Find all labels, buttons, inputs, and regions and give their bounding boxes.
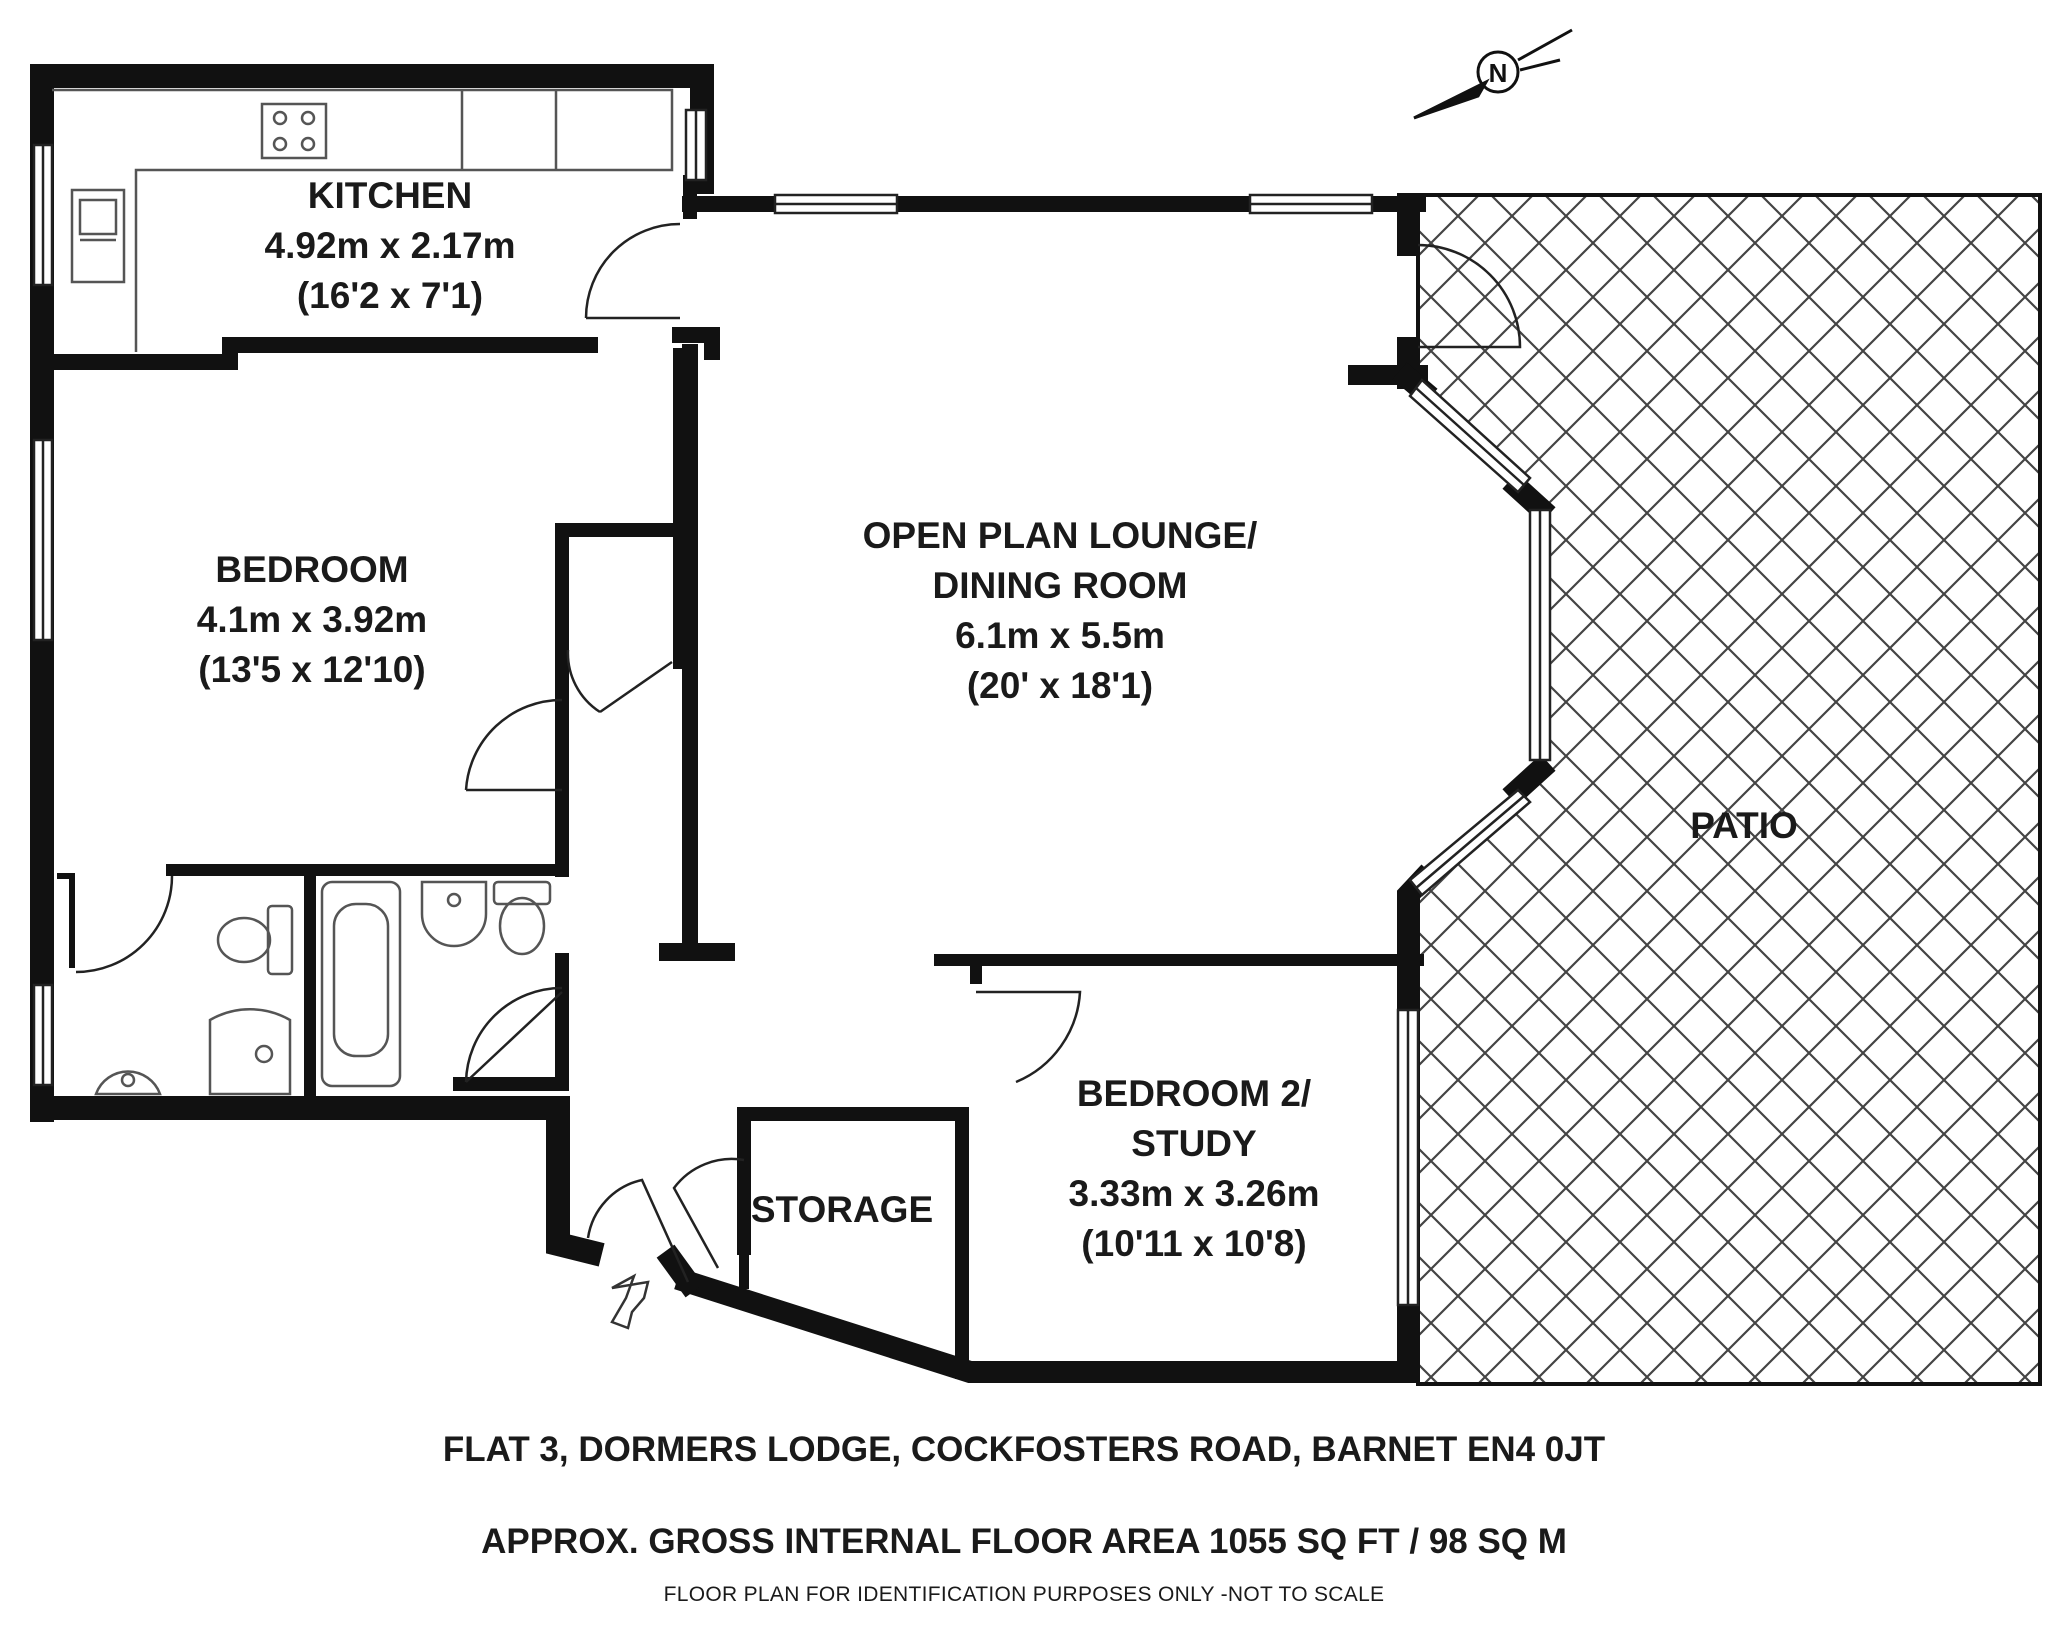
door-bedroom2 [976, 990, 1082, 1084]
bedroom-metric: 4.1m x 3.92m [197, 599, 427, 640]
washbasin-icon [420, 880, 488, 948]
door-bedroom [464, 698, 563, 792]
kitchen-name: KITCHEN [308, 175, 472, 216]
floor-area: APPROX. GROSS INTERNAL FLOOR AREA 1055 S… [481, 1522, 1567, 1561]
wall-storage-top [737, 1107, 969, 1379]
bedroom-imperial: (13'5 x 12'10) [198, 649, 425, 690]
door-kitchen [584, 222, 681, 320]
bedroom2-name-line1: BEDROOM 2/ [1077, 1073, 1311, 1114]
lounge-name-line1: OPEN PLAN LOUNGE/ [863, 515, 1258, 556]
bedroom-name: BEDROOM [215, 549, 408, 590]
property-address: FLAT 3, DORMERS LODGE, COCKFOSTERS ROAD,… [442, 1430, 1606, 1469]
door-bathroom [464, 986, 563, 1083]
door-cupboard [566, 649, 673, 714]
storage-name: STORAGE [751, 1189, 933, 1230]
wall-bath-bottom [30, 1096, 605, 1267]
hob-icon [260, 102, 328, 160]
door-ensuite [75, 875, 174, 974]
north-arrow-icon: N [1413, 28, 1573, 120]
room-labels: KITCHEN 4.92m x 2.17m (16'2 x 7'1) BEDRO… [197, 175, 1798, 1264]
patio-name: PATIO [1690, 805, 1798, 846]
bath-icon [320, 880, 402, 1088]
bedroom2-name-line2: STUDY [1131, 1123, 1257, 1164]
compass-letter: N [1489, 58, 1508, 88]
wall-cupboard [555, 348, 687, 717]
toilet-icon [216, 904, 294, 976]
wall-bath-right [453, 953, 569, 1091]
lounge-metric: 6.1m x 5.5m [955, 615, 1165, 656]
wall-kitchen-bedroom-right [672, 327, 720, 360]
kitchen-imperial: (16'2 x 7'1) [297, 275, 483, 316]
disclaimer: FLOOR PLAN FOR IDENTIFICATION PURPOSES O… [663, 1583, 1385, 1606]
door-storage [672, 1157, 745, 1269]
entrance-arrow-icon [610, 1273, 650, 1330]
wall-bedroom2-bottom [674, 1268, 1419, 1383]
bedroom2-metric: 3.33m x 3.26m [1069, 1173, 1320, 1214]
wall-lounge-right-bay-b [1502, 472, 1556, 524]
bathroom-toilet-icon [492, 880, 552, 956]
sink-icon [70, 188, 126, 284]
wall-lounge-right-bay-c [1502, 754, 1556, 806]
kitchen-counter [52, 88, 674, 352]
kitchen-metric: 4.92m x 2.17m [265, 225, 516, 266]
wall-kitchen-bedroom [34, 337, 598, 370]
fixtures [52, 88, 674, 1096]
basin-icon [94, 1070, 162, 1096]
shower-icon [208, 1008, 292, 1096]
bedroom2-imperial: (10'11 x 10'8) [1081, 1223, 1306, 1264]
lounge-name-line2: DINING ROOM [933, 565, 1188, 606]
door-entrance [586, 1178, 690, 1283]
door-lounge-patio [1417, 243, 1522, 349]
doors [75, 222, 1522, 1283]
wall-bath-left-stub [57, 873, 75, 968]
windows [32, 108, 1552, 1307]
lounge-imperial: (20' x 18'1) [967, 665, 1153, 706]
